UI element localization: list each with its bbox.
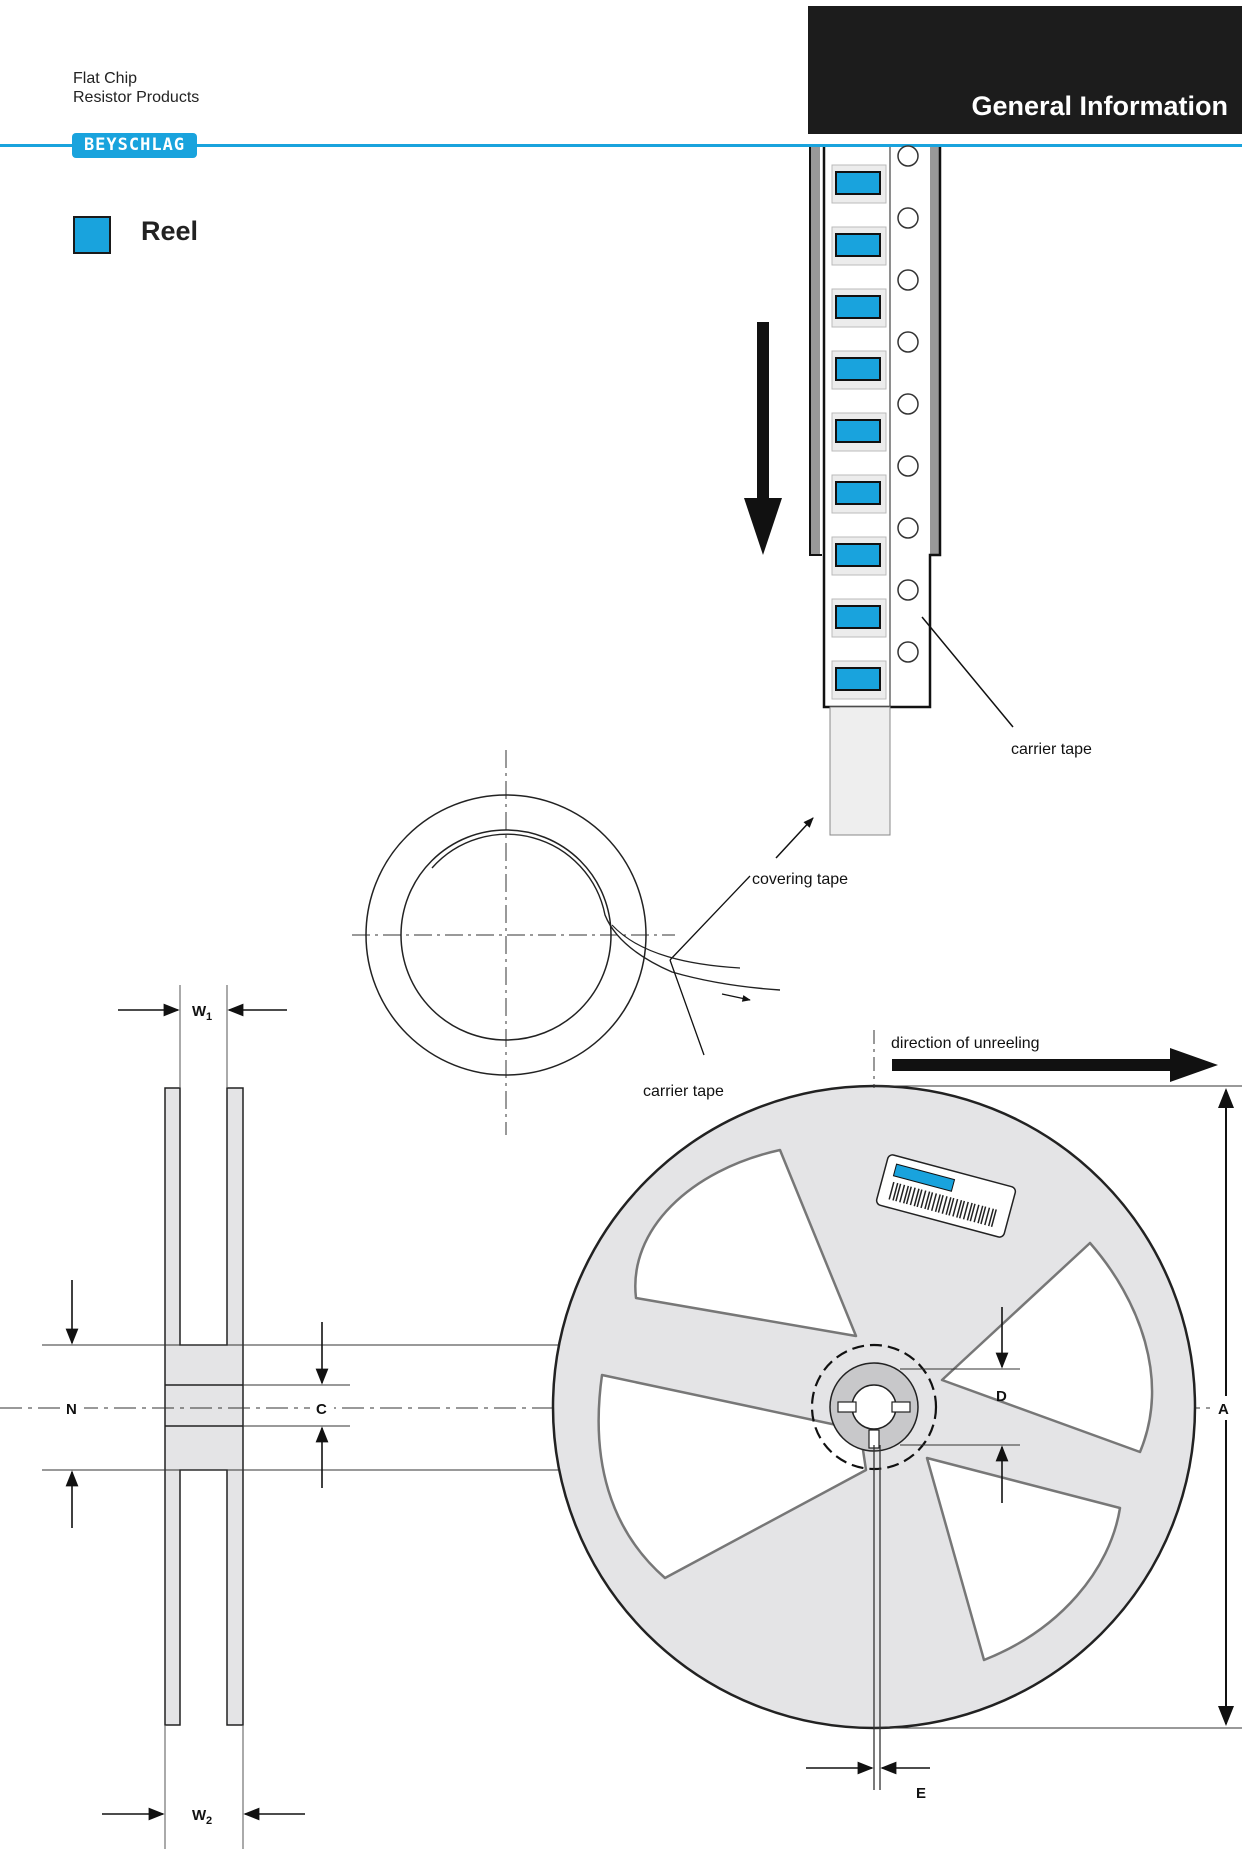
covering-tape-label: covering tape	[752, 871, 848, 888]
reel-window-4	[597, 1373, 868, 1580]
carrier-tape-leader	[921, 616, 1014, 728]
dim-e: E	[806, 1761, 930, 1802]
unreeling-direction	[873, 1030, 1218, 1088]
dim-w2: W 2	[102, 1807, 305, 1827]
reel-window-2	[940, 1241, 1154, 1454]
brand-logo: BEYSCHLAG	[72, 133, 197, 158]
dim-w1-label: W	[192, 1003, 207, 1020]
reel-winding-diagram	[352, 750, 781, 1135]
covering-tape-arrow	[775, 817, 814, 859]
dim-d: D	[900, 1307, 1020, 1503]
tape-pockets	[831, 145, 919, 700]
dim-c: C	[310, 1322, 334, 1488]
section-header-box: General Information	[808, 6, 1242, 134]
feed-direction-arrow	[744, 322, 782, 555]
dim-e-label: E	[916, 1785, 926, 1802]
product-line-1: Flat Chip	[73, 70, 138, 87]
reel-front-view	[551, 1084, 1197, 1790]
dim-a: A	[874, 1085, 1242, 1729]
section-header-title: General Information	[971, 91, 1228, 121]
dim-w2-sub: 2	[206, 1815, 212, 1827]
unreeling-direction-label: direction of unreeling	[891, 1035, 1040, 1052]
dim-w2-label: W	[192, 1807, 207, 1824]
carrier-tape-label-top: carrier tape	[1011, 741, 1092, 758]
header-rule	[0, 144, 1242, 147]
section-title: Reel	[141, 216, 199, 246]
section-bullet-square	[73, 216, 111, 254]
product-line-2: Resistor Products	[73, 89, 200, 106]
reel-window-3	[925, 1456, 1122, 1662]
covering-tape-leader	[669, 875, 751, 961]
dim-a-label: A	[1218, 1401, 1229, 1418]
reel-window-1	[634, 1148, 858, 1338]
reel-barcode-label	[875, 1154, 1017, 1238]
dim-c-label: C	[316, 1401, 327, 1418]
dim-n-label: N	[66, 1401, 77, 1418]
carrier-tape-label-mid: carrier tape	[643, 1083, 724, 1100]
carrier-tape-strip	[809, 145, 942, 836]
dim-w1-sub: 1	[206, 1011, 212, 1023]
dim-d-label: D	[996, 1388, 1007, 1405]
dim-n: N	[60, 1280, 84, 1528]
dim-w1: W 1	[118, 1003, 287, 1023]
